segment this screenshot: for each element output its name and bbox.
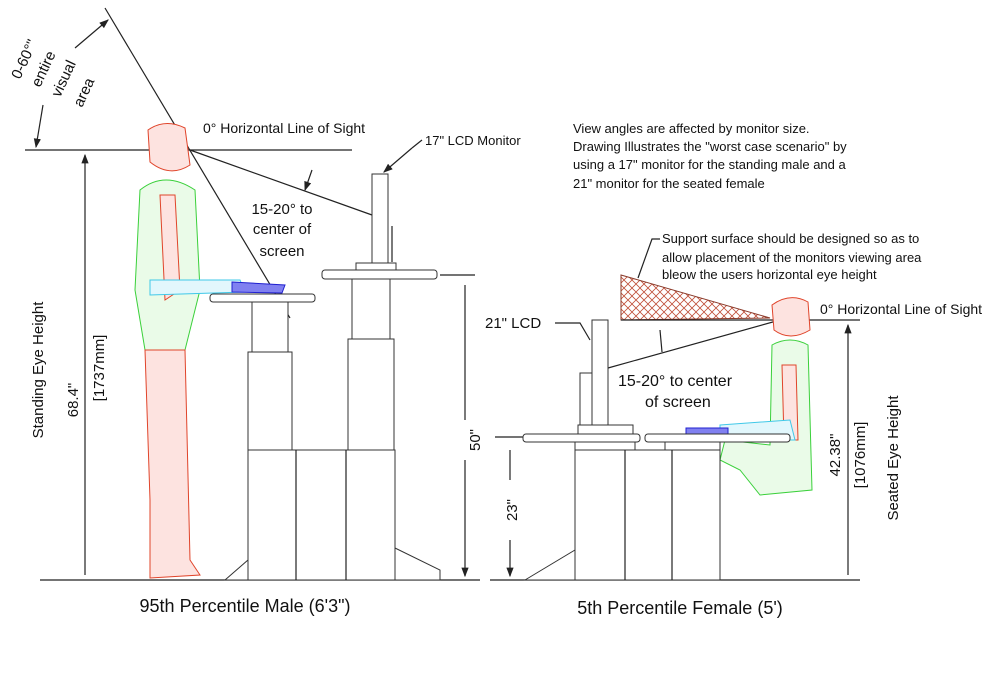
standing-eye-height-inches: 68.4" <box>65 383 82 418</box>
leader-line <box>637 238 660 279</box>
leader-line <box>555 322 591 341</box>
viewing-area-hatch <box>620 274 771 321</box>
leader-line <box>411 139 423 149</box>
monitor-label-arrow <box>383 147 413 173</box>
horizontal-line-label: 0° Horizontal Line of Sight <box>820 301 982 317</box>
lcd-monitor-17 <box>371 173 389 265</box>
monitor-label: 21" LCD <box>485 315 541 332</box>
angle-arrow <box>304 169 313 192</box>
angle-label-line1: 15-20° to <box>251 201 312 218</box>
standing-eye-height-mm: [1737mm] <box>91 335 108 402</box>
monitor-desk <box>321 147 438 451</box>
angle-label-line2: center of <box>253 221 312 238</box>
seated-desk-height: 23" <box>504 499 521 521</box>
angle-label-line3: screen <box>259 243 304 260</box>
visual-area-arrow <box>74 19 109 49</box>
standing-male-figure <box>134 123 286 579</box>
standing-eye-height-label: Standing Eye Height <box>30 301 47 439</box>
standing-scene: 0-60°" entire visual area 0° Horizontal … <box>8 7 521 616</box>
support-surface-note: Support surface should be designed so as… <box>662 231 925 282</box>
seated-caption: 5th Percentile Female (5') <box>577 598 783 618</box>
standing-desk-height: 50" <box>467 429 484 451</box>
lcd-monitor-21 <box>591 319 609 426</box>
seated-eye-height-label: Seated Eye Height <box>885 395 902 521</box>
visual-area-arrow <box>33 104 44 149</box>
angle-label-line2: of screen <box>645 394 711 411</box>
angle-label-line1: 15-20° to center <box>618 373 733 390</box>
sight-to-monitor-line <box>189 149 373 216</box>
angle-arrow <box>659 329 663 353</box>
monitor-size-note: View angles are affected by monitor size… <box>573 121 850 191</box>
horizontal-line-label: 0° Horizontal Line of Sight <box>203 120 365 136</box>
visual-area-line <box>104 7 291 319</box>
standing-caption: 95th Percentile Male (6'3") <box>140 596 351 616</box>
seated-desks <box>522 319 791 581</box>
monitor-label: 17" LCD Monitor <box>425 133 521 148</box>
seated-eye-height-inches: 42.38" <box>827 434 844 477</box>
seated-scene: View angles are affected by monitor size… <box>485 121 982 618</box>
seated-eye-height-mm: [1076mm] <box>852 422 869 489</box>
visual-area-label: area <box>70 75 98 110</box>
sight-to-monitor-line <box>607 319 781 369</box>
seated-female-figure <box>685 297 813 496</box>
keyboard-desk <box>209 293 441 581</box>
